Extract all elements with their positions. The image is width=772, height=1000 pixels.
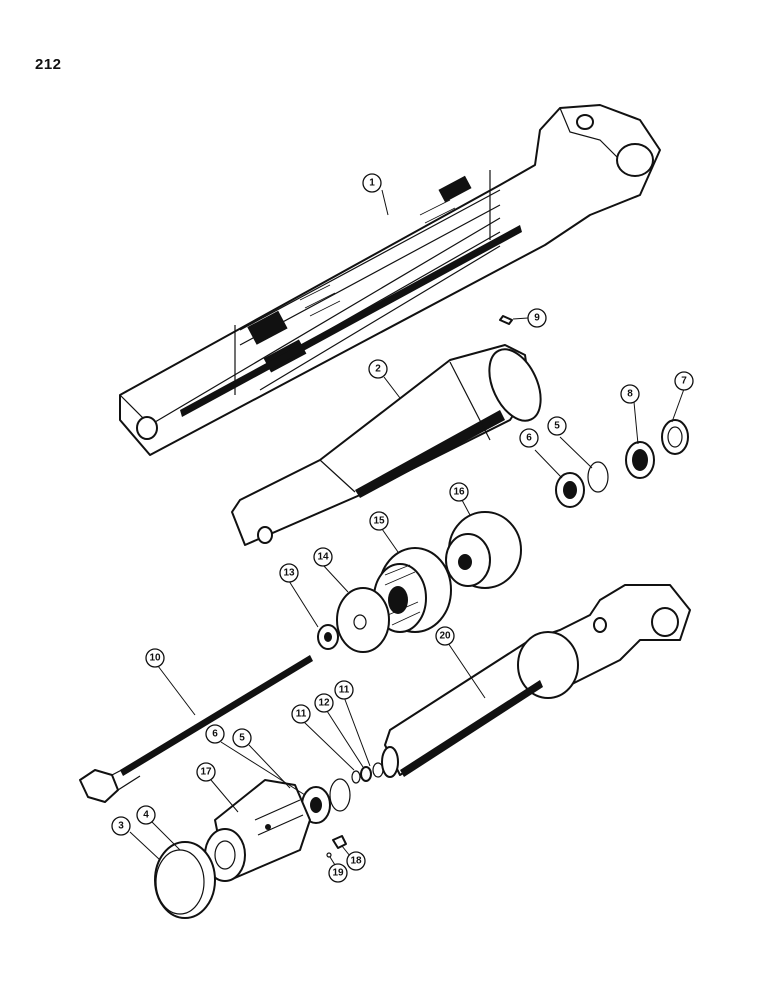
svg-text:12: 12 — [318, 698, 330, 709]
svg-text:6: 6 — [526, 433, 532, 444]
svg-text:15: 15 — [373, 516, 385, 527]
callout-11-right: 11 — [334, 680, 354, 700]
callout-3: 3 — [111, 816, 131, 836]
callout-17: 17 — [196, 762, 216, 782]
cylinder-tube-part-2 — [231, 344, 542, 546]
callout-9: 9 — [527, 308, 547, 328]
tie-rod-part-10 — [79, 655, 313, 803]
svg-text:20: 20 — [439, 631, 451, 642]
o-ring-part-5-lower — [329, 778, 351, 812]
svg-text:18: 18 — [350, 856, 362, 867]
small-rings-parts-11-12 — [351, 762, 384, 784]
callout-19: 19 — [328, 863, 348, 883]
svg-text:8: 8 — [627, 389, 633, 400]
svg-text:6: 6 — [212, 729, 218, 740]
piston-part-16 — [445, 511, 522, 589]
callout-5-lower: 5 — [232, 728, 252, 748]
svg-text:3: 3 — [118, 821, 124, 832]
svg-text:11: 11 — [339, 685, 350, 696]
svg-text:11: 11 — [296, 709, 307, 720]
screw-part-9 — [499, 315, 513, 325]
leader-lines — [129, 189, 685, 866]
wiper-part-7 — [661, 419, 689, 455]
washer-part-13 — [317, 624, 339, 650]
rings-parts-3-4 — [154, 841, 216, 919]
washer-part-14 — [336, 587, 390, 653]
o-ring-part-5-upper — [587, 461, 609, 493]
callout-6-upper: 6 — [519, 428, 539, 448]
svg-text:16: 16 — [453, 487, 465, 498]
svg-text:1: 1 — [369, 178, 375, 189]
callout-13: 13 — [279, 563, 299, 583]
callout-11-left: 11 — [291, 704, 311, 724]
svg-text:2: 2 — [375, 364, 381, 375]
svg-text:13: 13 — [283, 568, 295, 579]
callout-15: 15 — [369, 511, 389, 531]
gland-part-17 — [204, 779, 311, 882]
callout-7: 7 — [674, 371, 694, 391]
callout-8: 8 — [620, 384, 640, 404]
callout-20: 20 — [435, 626, 455, 646]
svg-text:9: 9 — [534, 313, 540, 324]
piston-rod-part-20 — [381, 584, 691, 778]
callout-18: 18 — [346, 851, 366, 871]
svg-text:5: 5 — [239, 733, 245, 744]
callout-2: 2 — [368, 359, 388, 379]
svg-text:5: 5 — [554, 421, 560, 432]
callout-12: 12 — [314, 693, 334, 713]
callout-10: 10 — [145, 648, 165, 668]
callout-6-lower: 6 — [205, 724, 225, 744]
svg-text:17: 17 — [200, 767, 212, 778]
fitting-parts-18-19 — [326, 835, 347, 858]
callout-1: 1 — [362, 173, 382, 193]
assembled-cylinder-part-1 — [119, 104, 661, 456]
gland-parts-lower — [301, 778, 351, 824]
svg-text:19: 19 — [332, 868, 344, 879]
gland-parts-upper — [555, 419, 689, 508]
callout-16: 16 — [449, 482, 469, 502]
page-number: 212 — [35, 56, 62, 73]
callout-14: 14 — [313, 547, 333, 567]
svg-text:4: 4 — [143, 810, 149, 821]
svg-text:10: 10 — [149, 653, 161, 664]
svg-text:7: 7 — [681, 376, 687, 387]
callout-4: 4 — [136, 805, 156, 825]
callout-5-upper: 5 — [547, 416, 567, 436]
svg-text:14: 14 — [317, 552, 329, 563]
